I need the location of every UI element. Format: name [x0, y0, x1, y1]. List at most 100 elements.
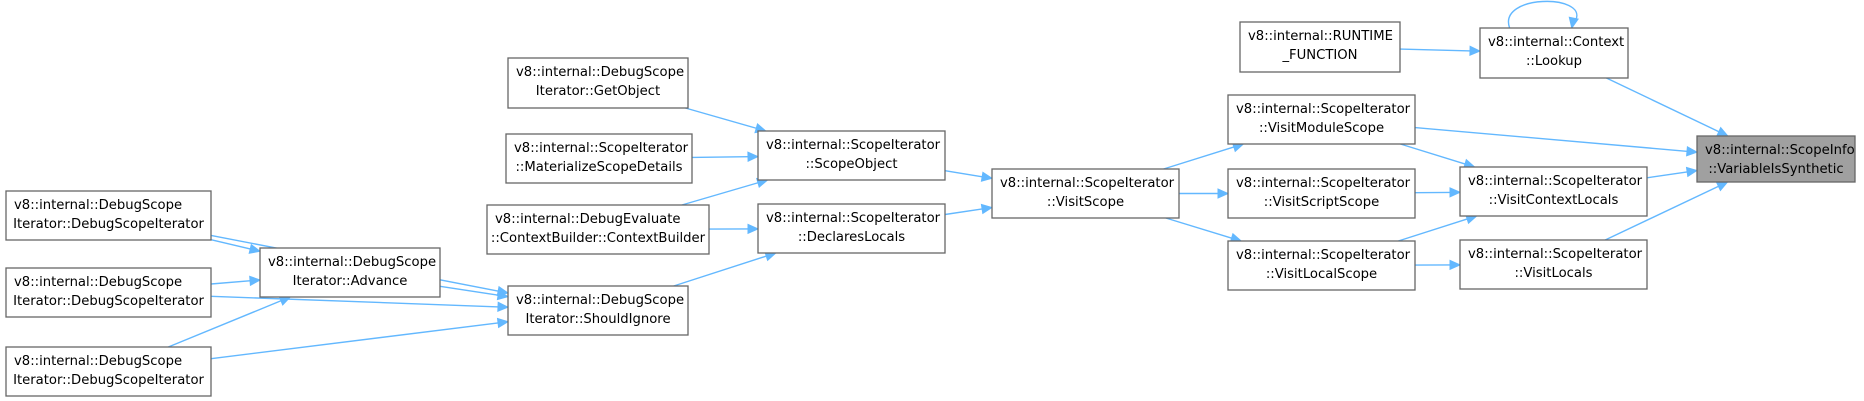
- node-ShouldIgnore[interactable]: v8::internal::DebugScopeIterator::Should…: [507, 285, 689, 336]
- node-VisitScope[interactable]: v8::internal::ScopeIterator::VisitScope: [991, 168, 1180, 219]
- edge-line: [210, 280, 252, 285]
- edge-line: [673, 255, 768, 287]
- edge-VisitContextLocals-to-VariableIsSynthetic: [1646, 166, 1699, 179]
- node-label-line: ::Lookup: [1526, 54, 1582, 69]
- edge-ShouldIgnore-to-DeclaresLocals: [673, 251, 777, 287]
- node-ContextLookup[interactable]: v8::internal::Context::Lookup: [1479, 27, 1629, 79]
- edge-line: [210, 322, 500, 360]
- node-label-line: v8::internal::DebugScope: [14, 198, 182, 213]
- node-label-line: ::VisitScriptScope: [1264, 195, 1379, 210]
- edge-DSI2-to-ShouldIgnore: [210, 295, 510, 313]
- node-label-line: ::MaterializeScopeDetails: [515, 160, 682, 175]
- edge-arrowhead: [1685, 166, 1699, 178]
- edge-line: [1399, 48, 1472, 52]
- node-label-line: v8::internal::ScopeIterator: [1000, 176, 1175, 191]
- node-label-line: v8::internal::DebugScope: [516, 293, 684, 308]
- edge-line: [1604, 185, 1720, 241]
- node-label-line: ::VisitScope: [1047, 195, 1124, 210]
- edge-arrowhead: [1469, 45, 1482, 57]
- node-DeclaresLocals[interactable]: v8::internal::ScopeIterator::DeclaresLoc…: [757, 203, 946, 254]
- node-label-line: v8::internal::ScopeIterator: [1236, 102, 1411, 117]
- node-box: [1227, 94, 1416, 145]
- node-box: [259, 247, 441, 298]
- node-VisitScriptScope[interactable]: v8::internal::ScopeIterator::VisitScript…: [1227, 168, 1416, 219]
- node-label-line: v8::internal::RUNTIME: [1248, 29, 1393, 44]
- node-MaterializeScopeDetails[interactable]: v8::internal::ScopeIterator::Materialize…: [505, 133, 693, 184]
- node-box: [757, 130, 946, 181]
- node-VariableIsSynthetic[interactable]: v8::internal::ScopeInfo::VariableIsSynth…: [1696, 135, 1856, 183]
- edge-line: [210, 295, 500, 308]
- node-VisitLocals[interactable]: v8::internal::ScopeIterator::VisitLocals: [1459, 239, 1648, 290]
- node-label-line: _FUNCTION: [1281, 48, 1357, 63]
- node-label-line: Iterator::DebugScopeIterator: [13, 294, 204, 309]
- edges-layer: [168, 0, 1729, 360]
- edge-line: [944, 208, 984, 216]
- node-box: [991, 168, 1180, 219]
- edge-MaterializeScopeDetails-to-ScopeObject: [691, 151, 760, 162]
- node-label-line: v8::internal::ScopeInfo: [1705, 143, 1855, 158]
- node-Advance[interactable]: v8::internal::DebugScopeIterator::Advanc…: [259, 247, 441, 298]
- edge-ContextLookup-to-VariableIsSynthetic: [1606, 77, 1729, 137]
- node-RuntimeFunction[interactable]: v8::internal::RUNTIME_FUNCTION: [1239, 21, 1401, 73]
- node-label-line: Iterator::ShouldIgnore: [525, 312, 670, 327]
- node-label-line: ::VisitLocals: [1514, 266, 1592, 281]
- node-DSI3[interactable]: v8::internal::DebugScopeIterator::DebugS…: [5, 346, 212, 397]
- node-label-line: v8::internal::DebugScope: [516, 65, 684, 80]
- edge-arrowhead: [249, 275, 262, 287]
- edge-line: [1606, 77, 1721, 133]
- node-GetObject[interactable]: v8::internal::DebugScopeIterator::GetObj…: [507, 57, 689, 109]
- edge-VisitScope-to-VisitLocalScope: [1165, 217, 1243, 243]
- node-box: [507, 285, 689, 336]
- edge-arrowhead: [747, 223, 760, 235]
- edge-line: [168, 299, 283, 348]
- node-box: [1227, 168, 1416, 219]
- edge-VisitModuleScope-to-VisitContextLocals: [1400, 143, 1476, 169]
- node-DSI2[interactable]: v8::internal::DebugScopeIterator::DebugS…: [5, 267, 212, 318]
- edge-arrowhead: [1217, 188, 1230, 199]
- node-DSI1[interactable]: v8::internal::DebugScopeIterator::DebugS…: [5, 190, 212, 241]
- node-box: [757, 203, 946, 254]
- node-box: [1227, 240, 1416, 291]
- node-label-line: v8::internal::DebugEvaluate: [495, 212, 681, 227]
- node-label-line: v8::internal::DebugScope: [14, 275, 182, 290]
- edge-arrowhead: [1449, 259, 1462, 271]
- node-box: [486, 204, 710, 255]
- edge-line: [681, 181, 760, 206]
- edge-arrowhead: [278, 296, 292, 306]
- edge-VisitLocalScope-to-VisitLocals: [1414, 259, 1462, 271]
- node-label-line: ::VisitModuleScope: [1259, 121, 1384, 136]
- edge-DeclaresLocals-to-VisitScope: [944, 203, 994, 216]
- edge-arrowhead: [980, 171, 994, 182]
- edge-VisitScope-to-VisitScriptScope: [1179, 188, 1230, 199]
- node-label-line: ::VariableIsSynthetic: [1708, 162, 1843, 177]
- edge-VisitScriptScope-to-VisitContextLocals: [1414, 187, 1462, 198]
- node-label-line: ::VisitLocalScope: [1266, 267, 1377, 282]
- edge-arrowhead: [496, 285, 510, 297]
- edge-VisitLocalScope-to-VisitContextLocals: [1398, 214, 1478, 242]
- node-label-line: Iterator::DebugScopeIterator: [13, 373, 204, 388]
- node-ContextBuilder[interactable]: v8::internal::DebugEvaluate::ContextBuil…: [486, 204, 710, 255]
- edge-arrowhead: [980, 203, 994, 215]
- edge-DSI1-to-Advance: [210, 239, 262, 254]
- node-box: [5, 346, 212, 397]
- edge-arrowhead: [497, 301, 510, 313]
- edge-line: [1507, 0, 1578, 29]
- node-box: [1479, 27, 1629, 79]
- node-box: [5, 267, 212, 318]
- edge-arrowhead: [1716, 126, 1729, 137]
- node-VisitContextLocals[interactable]: v8::internal::ScopeIterator::VisitContex…: [1459, 166, 1648, 217]
- node-label-line: ::VisitContextLocals: [1489, 193, 1619, 208]
- edge-arrowhead: [1449, 187, 1462, 198]
- node-label-line: v8::internal::Context: [1488, 35, 1624, 50]
- node-label-line: v8::internal::ScopeIterator: [766, 138, 941, 153]
- node-VisitLocalScope[interactable]: v8::internal::ScopeIterator::VisitLocalS…: [1227, 240, 1416, 291]
- edge-line: [944, 170, 984, 178]
- node-label-line: v8::internal::ScopeIterator: [1236, 248, 1411, 263]
- node-box: [1696, 135, 1856, 183]
- node-VisitModuleScope[interactable]: v8::internal::ScopeIterator::VisitModule…: [1227, 94, 1416, 145]
- node-ScopeObject[interactable]: v8::internal::ScopeIterator::ScopeObject: [757, 130, 946, 181]
- nodes-layer: v8::internal::ScopeInfo::VariableIsSynth…: [5, 21, 1856, 397]
- edge-ContextBuilder-to-ScopeObject: [681, 177, 769, 206]
- node-box: [1459, 239, 1648, 290]
